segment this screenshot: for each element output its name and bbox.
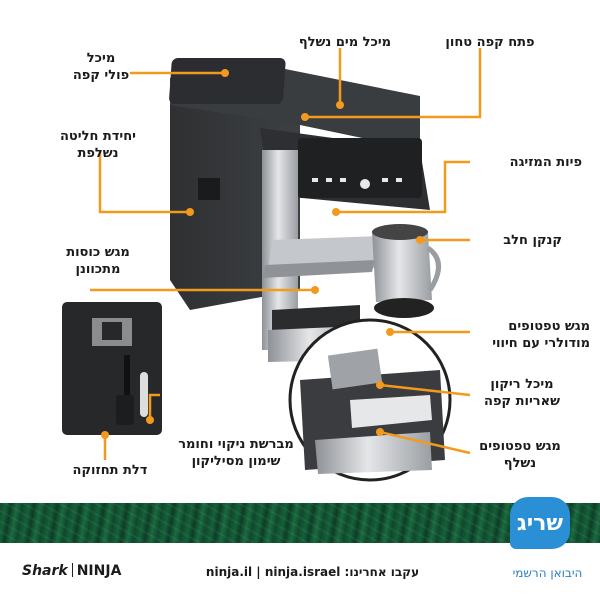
callout-dots	[101, 69, 424, 439]
label-water-tank: מיכל מים נשלף	[298, 35, 392, 50]
green-band	[0, 503, 600, 543]
label-ground-coffee: פתח קפה טחון	[445, 35, 535, 50]
label-milk-jug: קנקן חלב	[503, 233, 562, 248]
shark-ninja-logo: Shark NINJA	[22, 563, 121, 579]
brand-separator	[71, 563, 73, 577]
brand-shark: Shark	[22, 563, 68, 579]
label-storage-door: דלת תחזוקה	[72, 463, 148, 478]
social-follow-text[interactable]: עקבו אחרינו: ninja.il | ninja.israel	[205, 565, 420, 579]
label-dispensing-spouts: פיות המזיגה	[509, 155, 582, 170]
sarig-logo: שריג	[510, 497, 570, 549]
callout-lines	[90, 48, 482, 460]
inset-detail	[300, 348, 445, 474]
official-importer-text: היבואן הרשמי	[512, 566, 583, 580]
storage-door-art	[62, 302, 162, 435]
brand-ninja: NINJA	[76, 563, 122, 579]
milk-jug-art	[372, 224, 441, 318]
